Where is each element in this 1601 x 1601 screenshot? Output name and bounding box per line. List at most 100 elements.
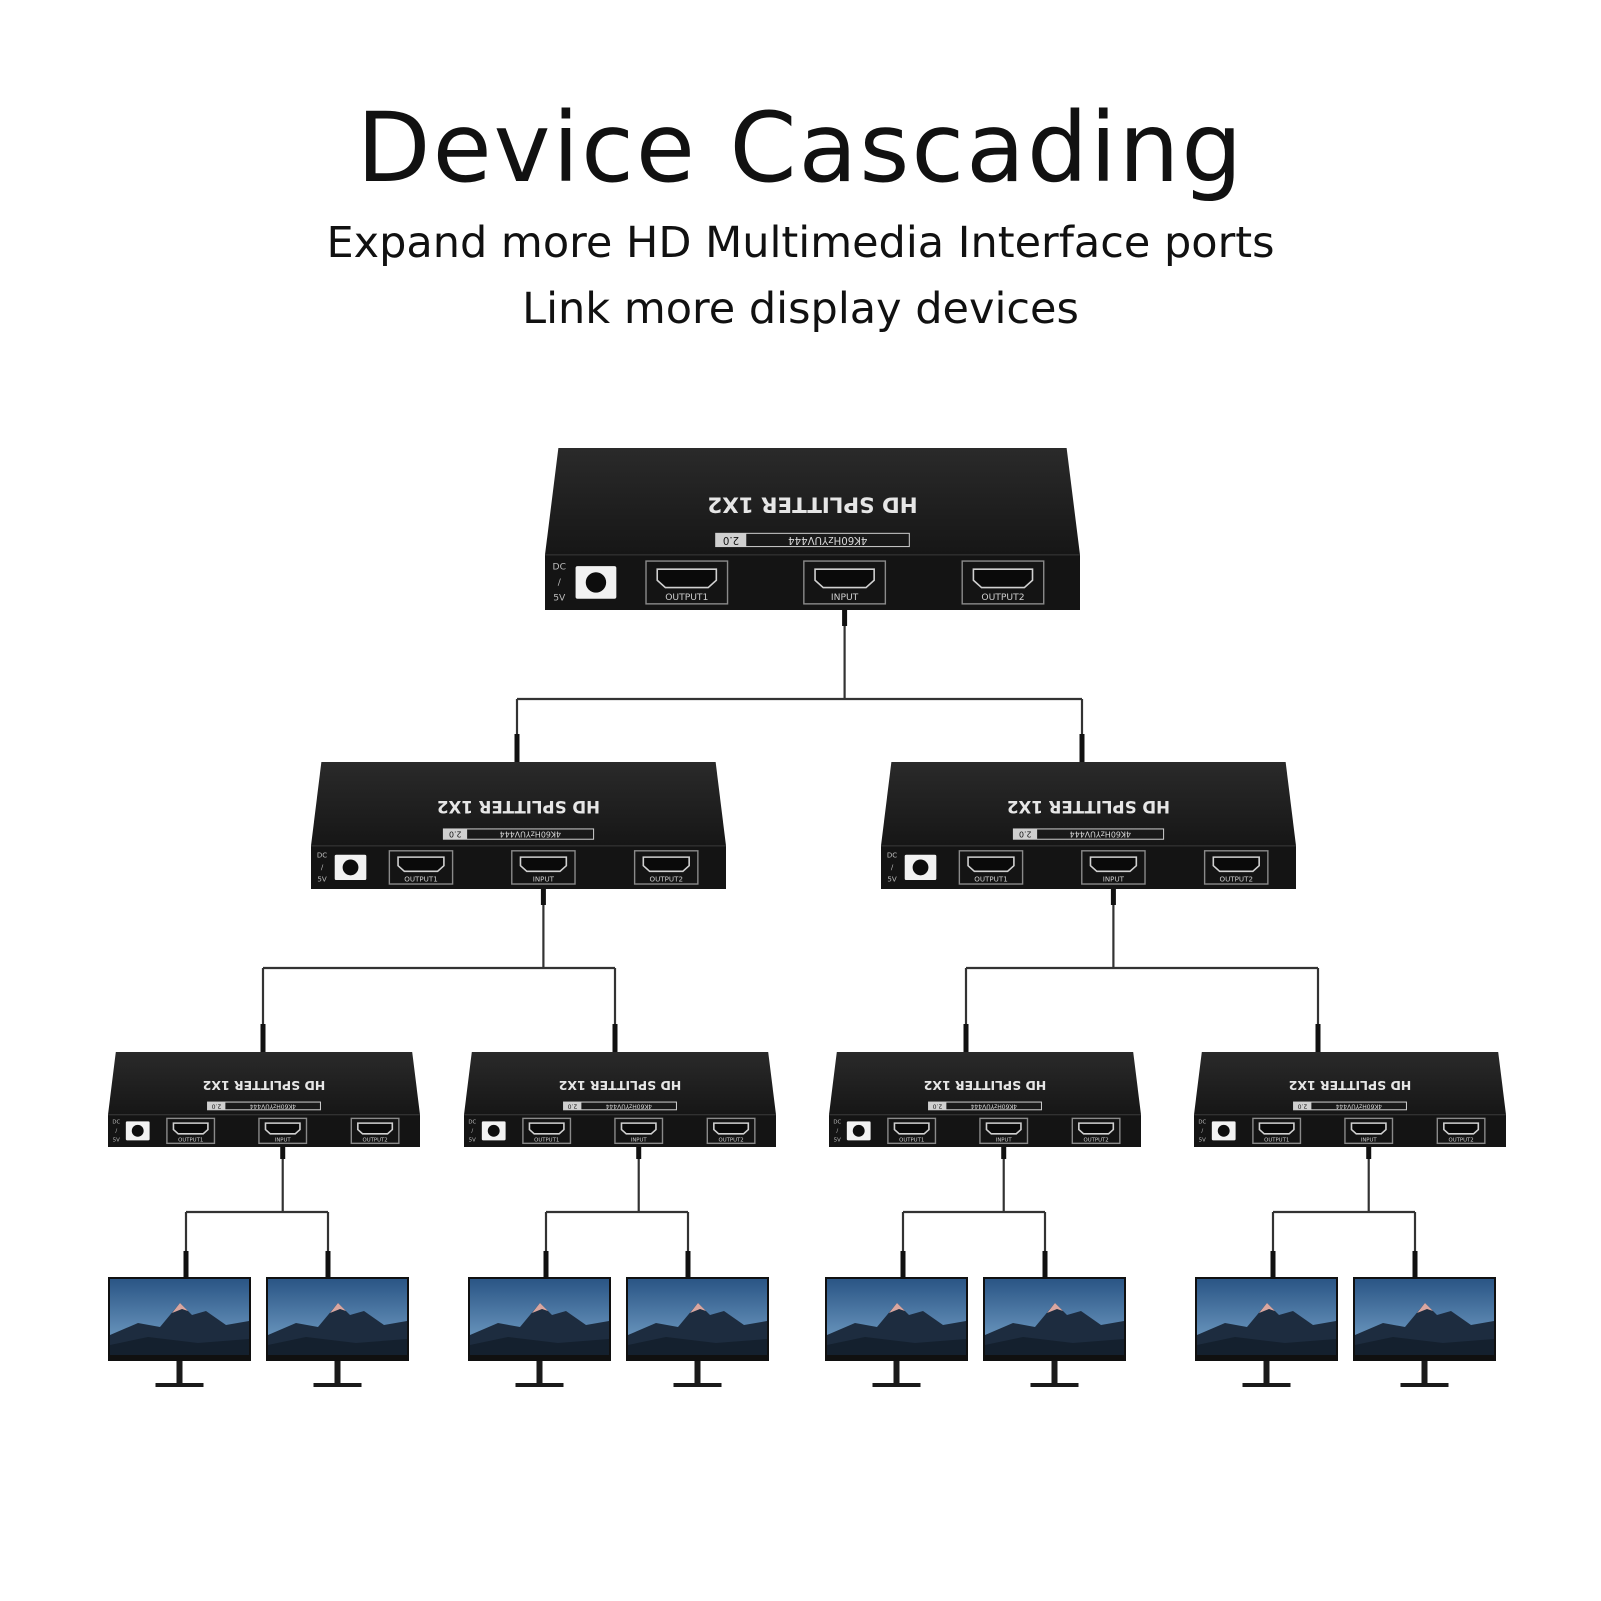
hdmi-port-icon	[656, 568, 718, 589]
power-label: 5V	[469, 1137, 476, 1143]
splitter-top	[829, 1052, 1141, 1115]
dc-jack-icon	[585, 572, 607, 593]
monitor-stand	[893, 1361, 900, 1385]
power-label: /	[321, 862, 324, 871]
mountain-foreground	[110, 1337, 249, 1355]
spec-text: 4K60HzYUV444	[788, 534, 867, 545]
spec-badge-text: 2.0	[1019, 830, 1032, 839]
hdmi-port-icon	[1258, 1122, 1295, 1135]
port-frame	[1436, 1117, 1486, 1145]
mountain-peak	[532, 1303, 548, 1313]
spec-badge-text: 2.0	[568, 1102, 578, 1109]
port-frame	[166, 1117, 216, 1145]
power-label: 5V	[1199, 1137, 1206, 1143]
monitor-stand	[1263, 1361, 1270, 1385]
hdmi-port-icon	[642, 856, 690, 873]
monitor-2	[468, 1277, 611, 1387]
monitor-base	[1242, 1383, 1291, 1387]
port-frame	[887, 1117, 937, 1145]
splitter-name: HD SPLITTER 1X2	[1289, 1078, 1412, 1093]
power-label: /	[836, 1128, 838, 1134]
splitter-name: HD SPLITTER 1X2	[707, 492, 917, 517]
hdmi-port-icon	[713, 1122, 750, 1135]
port-label: OUTPUT2	[719, 1137, 744, 1143]
power-label: /	[471, 1128, 473, 1134]
port-label: OUTPUT1	[534, 1137, 559, 1143]
monitor-stand	[536, 1361, 543, 1385]
hdmi-port-icon	[1089, 856, 1138, 873]
monitor-base	[313, 1383, 362, 1387]
port-label: OUTPUT2	[1219, 874, 1253, 883]
mountain-peak	[690, 1303, 706, 1313]
port-frame	[350, 1117, 400, 1145]
port-label: OUTPUT1	[899, 1137, 924, 1143]
splitter-name: HD SPLITTER 1X2	[437, 797, 600, 816]
port-frame	[388, 850, 454, 885]
mountain-foreground	[268, 1337, 407, 1355]
monitor-stand	[694, 1361, 701, 1385]
spec-badge-text: 2.0	[212, 1102, 222, 1109]
power-label: DC	[112, 1119, 120, 1125]
mountain-peak	[1417, 1303, 1433, 1313]
port-frame	[258, 1117, 308, 1145]
splitter-top	[545, 448, 1080, 555]
page-title: Device Cascading	[356, 92, 1245, 204]
dc-jack-icon	[342, 859, 359, 876]
spec-text: 4K60HzYUV444	[1070, 830, 1131, 839]
monitor-0	[108, 1277, 251, 1387]
port-label: INPUT	[533, 874, 555, 883]
power-label: /	[1201, 1128, 1203, 1134]
subtitle-displays: Link more display devices	[522, 284, 1079, 334]
spec-text: 4K60HzYUV444	[606, 1102, 652, 1109]
port-frame	[1071, 1117, 1121, 1145]
mountain-peak	[889, 1303, 905, 1313]
hdmi-port-icon	[357, 1122, 394, 1135]
hdmi-port-icon	[397, 856, 445, 873]
hdmi-port-icon	[972, 568, 1034, 589]
monitor-stand	[176, 1361, 183, 1385]
power-label: DC	[553, 562, 566, 573]
spec-badge-fill	[207, 1102, 226, 1110]
monitor-5	[983, 1277, 1126, 1387]
monitor-base	[155, 1383, 204, 1387]
hdmi-port-icon	[172, 1122, 209, 1135]
port-frame	[645, 560, 729, 605]
hdmi-port-icon	[985, 1122, 1022, 1135]
spec-badge-fill	[1013, 828, 1038, 840]
power-label: 5V	[553, 592, 566, 603]
power-label: DC	[1198, 1119, 1206, 1125]
subtitle-ports: Expand more HD Multimedia Interface port…	[326, 218, 1275, 268]
spec-badge-fill	[563, 1102, 582, 1110]
port-label: INPUT	[996, 1137, 1013, 1143]
monitor-base	[1400, 1383, 1449, 1387]
spec-text: 4K60HzYUV444	[250, 1102, 296, 1109]
splitter-name: HD SPLITTER 1X2	[559, 1078, 682, 1093]
splitter-label: HD SPLITTER 1X2 2.0 4K60HzYUV444	[559, 1078, 682, 1111]
monitor-stand	[334, 1361, 341, 1385]
mountain-foreground	[827, 1337, 966, 1355]
port-frame	[1203, 850, 1269, 885]
power-label: /	[115, 1128, 117, 1134]
hdmi-port-icon	[967, 856, 1015, 873]
splitter-name: HD SPLITTER 1X2	[924, 1078, 1047, 1093]
port-label: OUTPUT1	[974, 874, 1008, 883]
port-label: INPUT	[1103, 874, 1125, 883]
port-frame	[1252, 1117, 1302, 1145]
monitor-stand	[1051, 1361, 1058, 1385]
power-label: DC	[833, 1119, 841, 1125]
monitor-6	[1195, 1277, 1338, 1387]
port-label: INPUT	[631, 1137, 648, 1143]
hdmi-port-icon	[528, 1122, 565, 1135]
dc-jack-icon	[912, 859, 929, 876]
spec-text: 4K60HzYUV444	[500, 830, 561, 839]
port-label: OUTPUT2	[1084, 1137, 1109, 1143]
mountain-peak	[172, 1303, 188, 1313]
